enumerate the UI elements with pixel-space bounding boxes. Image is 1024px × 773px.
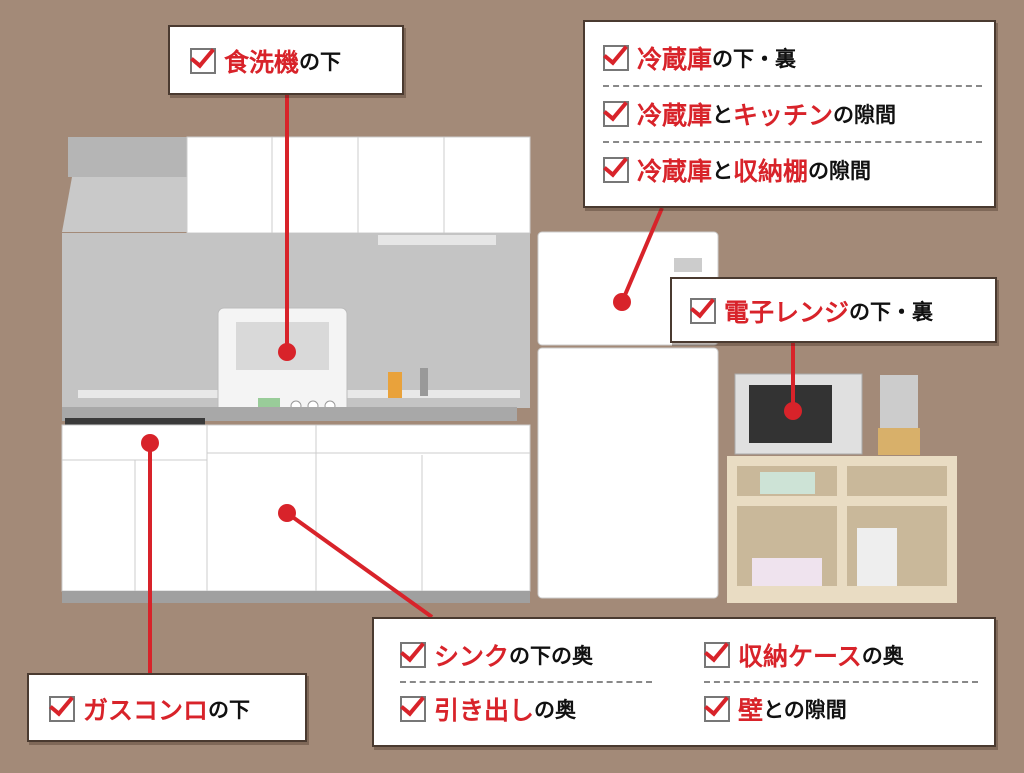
- label-text: の隙間: [808, 159, 872, 183]
- checkbox-icon: [49, 696, 75, 722]
- label-keyword: 電子レンジ: [724, 298, 850, 327]
- callout-refrigerator: 冷蔵庫の下・裏 冷蔵庫とキッチンの隙間 冷蔵庫と収納棚の隙間: [583, 20, 996, 208]
- label-fridge-under-back: 冷蔵庫の下・裏: [603, 38, 982, 78]
- callout-microwave: 電子レンジの下・裏: [670, 277, 997, 343]
- label-keyword: 壁: [738, 696, 764, 725]
- marker-dot: [278, 343, 296, 361]
- marker-dot: [278, 504, 296, 522]
- label-keyword: 冷蔵庫: [637, 157, 713, 186]
- label-wall-gap: 壁との隙間: [704, 689, 978, 729]
- refrigerator-body: [537, 347, 719, 599]
- range-hood-body: [62, 177, 188, 232]
- pointer-line-fridge: [620, 207, 664, 303]
- lower-cabinets: [61, 424, 531, 592]
- label-storage-case-back: 収納ケースの奥: [704, 635, 978, 675]
- label-keyword: 冷蔵庫: [637, 45, 713, 74]
- callout-cabinet: シンクの下の奥 引き出しの奥 収納ケースの奥 壁との隙間: [372, 617, 996, 747]
- label-keyword: シンク: [434, 642, 510, 671]
- pointer-line-cabinet: [285, 511, 434, 619]
- label-keyword: 引き出し: [434, 696, 535, 725]
- cabinet-plinth: [62, 591, 530, 603]
- label-text: の下の奥: [509, 644, 594, 668]
- storage-case: [752, 558, 822, 586]
- label-dishwasher: 食洗機の下: [190, 41, 402, 81]
- light-fixture: [378, 235, 496, 245]
- checkbox-icon: [190, 48, 216, 74]
- label-text: の奥: [861, 644, 904, 668]
- label-text: の隙間: [833, 103, 897, 127]
- marker-dot: [784, 402, 802, 420]
- checkbox-icon: [690, 298, 716, 324]
- thermos-pot: [857, 528, 897, 586]
- label-keyword: 収納棚: [733, 157, 809, 186]
- label-keyword: 食洗機: [224, 48, 300, 77]
- faucet: [420, 368, 428, 396]
- label-text: の下・裏: [849, 300, 934, 324]
- label-text: と: [712, 159, 734, 183]
- label-text: の下: [299, 50, 342, 74]
- range-hood: [68, 137, 188, 177]
- countertop: [62, 407, 517, 421]
- label-fridge-kitchen-gap: 冷蔵庫とキッチンの隙間: [603, 94, 982, 134]
- checkbox-icon: [603, 157, 629, 183]
- label-text: との隙間: [763, 698, 847, 722]
- checkbox-icon: [400, 696, 426, 722]
- label-gas-stove: ガスコンロの下: [49, 689, 305, 729]
- checkbox-icon: [400, 642, 426, 668]
- divider: [603, 85, 982, 87]
- callout-gas-stove: ガスコンロの下: [27, 673, 307, 742]
- label-text: の奥: [534, 698, 577, 722]
- label-keyword: キッチン: [733, 101, 834, 130]
- marker-dot: [613, 293, 631, 311]
- label-text: の下: [208, 698, 251, 722]
- divider: [603, 141, 982, 143]
- basket: [760, 472, 815, 494]
- label-text: と: [712, 103, 734, 127]
- label-microwave: 電子レンジの下・裏: [690, 291, 995, 331]
- label-sink-under: シンクの下の奥: [400, 635, 652, 675]
- divider: [400, 681, 652, 683]
- label-keyword: ガスコンロ: [83, 696, 209, 725]
- divider: [704, 681, 978, 683]
- checkbox-icon: [704, 696, 730, 722]
- checkbox-icon: [603, 101, 629, 127]
- label-fridge-shelf-gap: 冷蔵庫と収納棚の隙間: [603, 150, 982, 190]
- marker-dot: [141, 434, 159, 452]
- label-drawer-back: 引き出しの奥: [400, 689, 652, 729]
- checkbox-icon: [603, 45, 629, 71]
- callout-dishwasher: 食洗機の下: [168, 25, 404, 95]
- label-text: の下・裏: [712, 47, 797, 71]
- label-keyword: 収納ケース: [738, 642, 862, 671]
- label-keyword: 冷蔵庫: [637, 101, 713, 130]
- detergent-bottle: [388, 372, 402, 398]
- checkbox-icon: [704, 642, 730, 668]
